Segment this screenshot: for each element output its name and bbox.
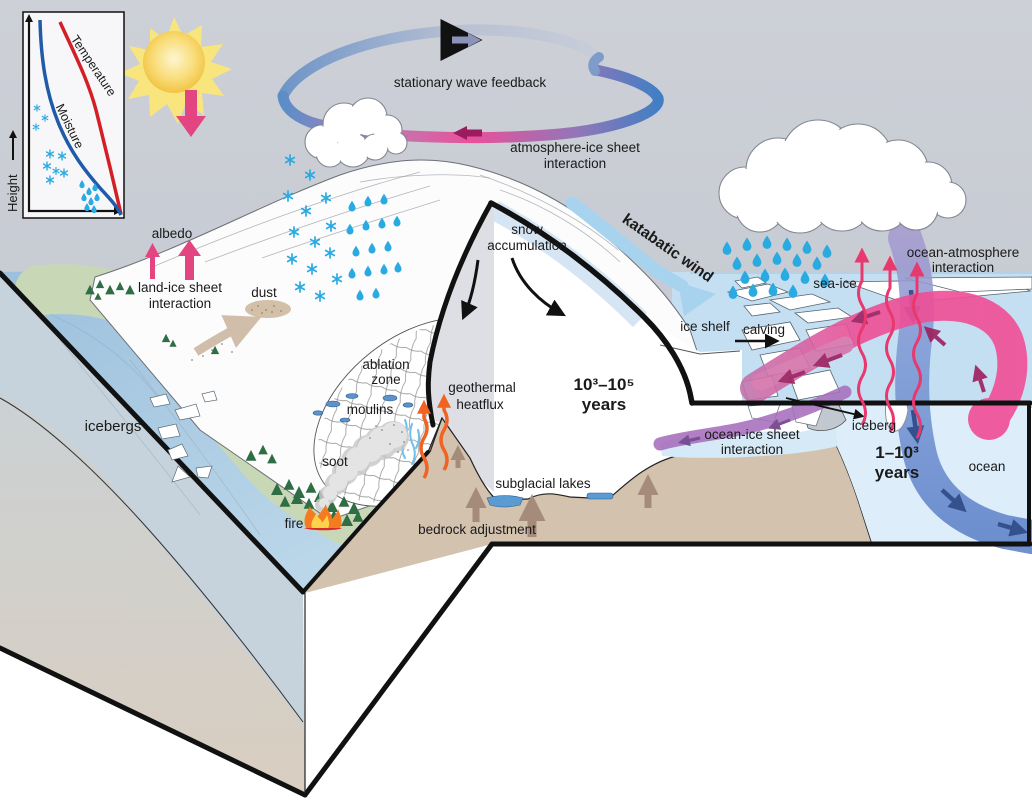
label-geothermal-2: heatflux [456, 397, 504, 412]
height-axis-label: Height [5, 174, 20, 212]
bedrock-adjustment-arrows [450, 445, 659, 537]
moisture-curve [38, 19, 123, 216]
label-sea-ice: sea-ice [813, 276, 857, 291]
label-ocean-atmosphere-2: interaction [932, 260, 994, 275]
label-moulins: moulins [347, 402, 394, 417]
stationary-wave-ribbon [277, 19, 664, 144]
moulin-lakes [312, 393, 414, 423]
label-fire: fire [285, 516, 304, 531]
label-timescale-ice-1: 10³–10⁵ [574, 375, 635, 394]
label-timescale-ice-2: years [582, 395, 626, 414]
sub-shelf-cavity [660, 425, 838, 458]
label-ocean: ocean [969, 459, 1006, 474]
label-snow-2: accumulation [487, 238, 567, 253]
label-subglacial-lakes: subglacial lakes [495, 476, 591, 491]
geothermal-arrows [417, 393, 451, 479]
label-calving: calving [743, 322, 785, 337]
label-ocean-ice-2: interaction [721, 442, 783, 457]
label-atmosphere-ice-2: interaction [544, 156, 606, 171]
label-land-ice-1: land-ice sheet [138, 280, 222, 295]
solar-radiation-arrow [176, 90, 206, 137]
label-ocean-atmosphere-1: ocean-atmosphere [907, 245, 1020, 260]
label-ice-shelf: ice shelf [680, 319, 730, 334]
label-icebergs: icebergs [85, 418, 142, 435]
cut-face-shading [428, 205, 494, 492]
height-profile-inset: Temperature Moisture Height [5, 11, 125, 219]
structural-outlines [0, 200, 1032, 798]
subglacial-lakes [486, 492, 614, 508]
label-timescale-ocean-2: years [875, 463, 919, 482]
ice-shelf-slab [648, 322, 742, 402]
fire-icon [304, 504, 342, 531]
block-strata-face [0, 273, 305, 795]
label-ocean-ice-1: ocean-ice sheet [704, 427, 800, 442]
snow-cloud-icon [304, 97, 408, 168]
rain-cloud-icon [718, 119, 967, 234]
label-iceberg: iceberg [852, 418, 896, 433]
label-bedrock-adjustment: bedrock adjustment [418, 522, 536, 537]
temperature-curve [58, 21, 123, 215]
label-dust: dust [251, 285, 277, 300]
height-axis: Height [5, 130, 20, 212]
snow-accumulation-strip [489, 201, 648, 328]
label-soot: soot [322, 454, 348, 469]
label-timescale-ocean-1: 1–10³ [875, 443, 919, 462]
label-land-ice-2: interaction [149, 296, 211, 311]
iceberg-shapes [149, 390, 218, 483]
label-stationary-wave-feedback: stationary wave feedback [394, 75, 547, 90]
katabatic-wind-arrow [565, 196, 716, 316]
label-atmosphere-ice-1: atmosphere-ice sheet [510, 140, 640, 155]
sun-icon [120, 17, 232, 124]
ice-flow-arrows [461, 257, 566, 321]
label-albedo: albedo [152, 226, 193, 241]
smoke-plume [315, 421, 409, 512]
albedo-arrows [145, 240, 201, 280]
label-ablation-2: zone [371, 372, 400, 387]
label-ablation-1: ablation [362, 357, 409, 372]
label-snow-1: snow [511, 222, 543, 237]
warm-current-arrow [740, 290, 1028, 440]
evaporation-arrows [854, 247, 925, 439]
label-geothermal-1: geothermal [448, 380, 516, 395]
dust-plume [191, 300, 291, 361]
